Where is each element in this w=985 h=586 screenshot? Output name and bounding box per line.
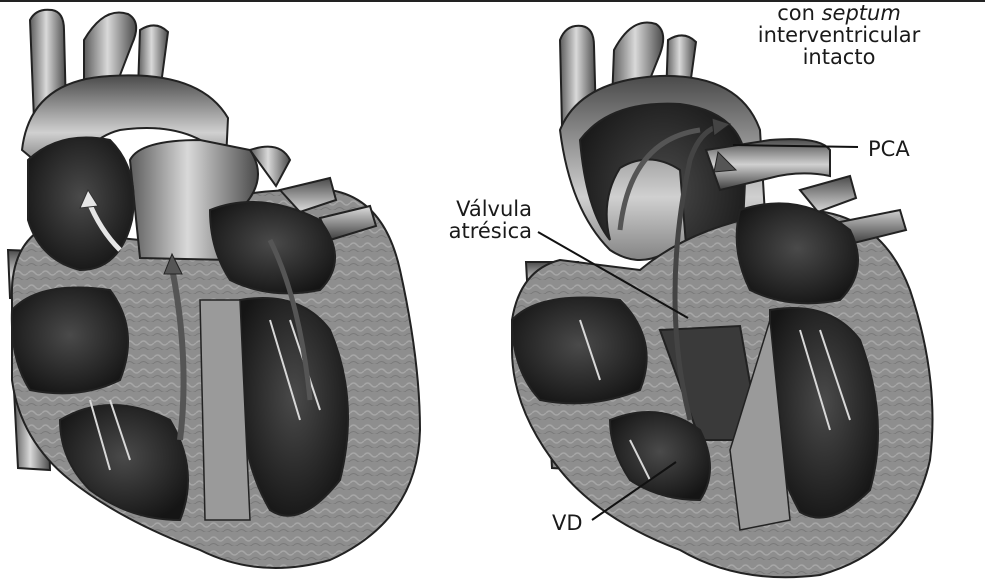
left-right-atrium	[12, 288, 128, 394]
valve-label: Válvula atrésica	[420, 198, 532, 242]
caption-label: con septum interventricular intacto	[744, 2, 934, 68]
caption-word-septum: septum	[822, 1, 901, 25]
caption-line-3: intacto	[744, 46, 934, 68]
valve-label-line-2: atrésica	[420, 220, 532, 242]
caption-word-con: con	[777, 1, 815, 25]
left-heart-illustration	[8, 10, 420, 568]
right-heart-illustration	[512, 22, 933, 577]
right-right-atrium	[512, 298, 647, 404]
caption-line-1: con septum	[744, 2, 934, 24]
vd-label: VD	[552, 512, 583, 534]
pca-label: PCA	[868, 138, 910, 160]
valve-label-line-1: Válvula	[420, 198, 532, 220]
left-right-ventricle	[60, 405, 188, 520]
caption-line-2: interventricular	[744, 24, 934, 46]
